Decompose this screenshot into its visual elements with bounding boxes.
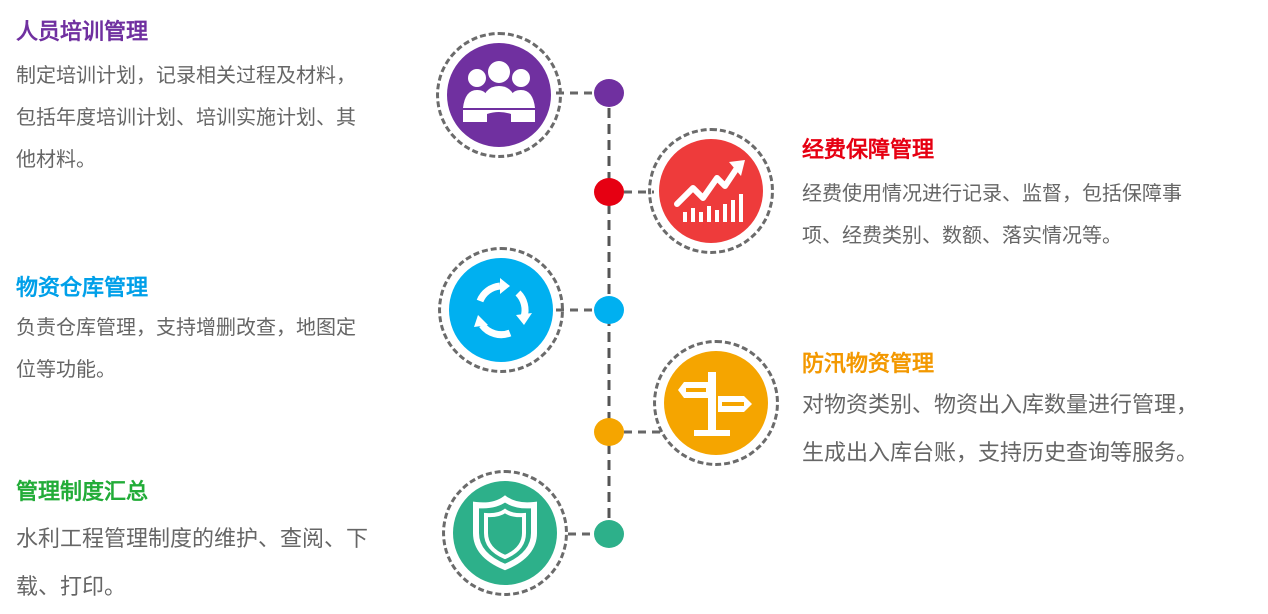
item-title: 防汛物资管理 xyxy=(802,352,935,377)
timeline-dot-1 xyxy=(594,79,624,107)
desc-line: 水利工程管理制度的维护、查阅、下 xyxy=(16,527,369,552)
refresh-cycle-icon xyxy=(474,278,532,339)
icon-circle-3 xyxy=(438,247,564,373)
people-icon xyxy=(463,61,535,122)
icon-circle-1 xyxy=(436,32,562,158)
desc-line: 生成出入库台账，支持历史查询等服务。 xyxy=(802,441,1199,466)
desc-line: 对物资类别、物资出入库数量进行管理， xyxy=(802,393,1199,418)
timeline-dot-2 xyxy=(594,178,624,206)
icon-circle-2 xyxy=(648,128,774,254)
desc-line: 位等功能。 xyxy=(16,357,116,381)
item-block-1: 人员培训管理 制定培训计划，记录相关过程及材料， 包括年度培训计划、培训实施计划… xyxy=(16,18,436,180)
signpost-icon xyxy=(678,372,752,436)
timeline-dot-5 xyxy=(594,520,624,548)
item-title: 经费保障管理 xyxy=(802,138,935,163)
item-title: 物资仓库管理 xyxy=(16,276,149,301)
item-block-3: 物资仓库管理 负责仓库管理，支持增删改查，地图定 位等功能。 xyxy=(16,274,436,390)
item-description: 水利工程管理制度的维护、查阅、下 载、打印。 xyxy=(16,516,436,612)
desc-line: 项、经费类别、数额、落实情况等。 xyxy=(802,223,1122,247)
item-title: 人员培训管理 xyxy=(16,20,149,45)
item-block-2: 经费保障管理 经费使用情况进行记录、监督，包括保障事 项、经费类别、数额、落实情… xyxy=(802,136,1262,256)
desc-line: 他材料。 xyxy=(16,147,96,171)
desc-line: 负责仓库管理，支持增删改查，地图定 xyxy=(16,315,356,339)
timeline-dot-4 xyxy=(594,418,624,446)
desc-line: 载、打印。 xyxy=(16,575,127,600)
icon-circle-5 xyxy=(442,470,568,596)
desc-line: 经费使用情况进行记录、监督，包括保障事 xyxy=(802,181,1182,205)
item-description: 对物资类别、物资出入库数量进行管理， 生成出入库台账，支持历史查询等服务。 xyxy=(802,382,1262,478)
desc-line: 制定培训计划，记录相关过程及材料， xyxy=(16,63,356,87)
shield-icon xyxy=(473,495,537,571)
icon-circle-4 xyxy=(653,340,779,466)
item-description: 经费使用情况进行记录、监督，包括保障事 项、经费类别、数额、落实情况等。 xyxy=(802,172,1262,256)
item-block-4: 防汛物资管理 对物资类别、物资出入库数量进行管理， 生成出入库台账，支持历史查询… xyxy=(802,350,1262,478)
item-description: 制定培训计划，记录相关过程及材料， 包括年度培训计划、培训实施计划、其 他材料。 xyxy=(16,54,436,180)
item-title: 管理制度汇总 xyxy=(16,480,149,505)
timeline-dot-3 xyxy=(594,296,624,324)
desc-line: 包括年度培训计划、培训实施计划、其 xyxy=(16,105,356,129)
growth-chart-icon xyxy=(674,160,745,222)
item-block-5: 管理制度汇总 水利工程管理制度的维护、查阅、下 载、打印。 xyxy=(16,478,436,612)
item-description: 负责仓库管理，支持增删改查，地图定 位等功能。 xyxy=(16,306,436,390)
